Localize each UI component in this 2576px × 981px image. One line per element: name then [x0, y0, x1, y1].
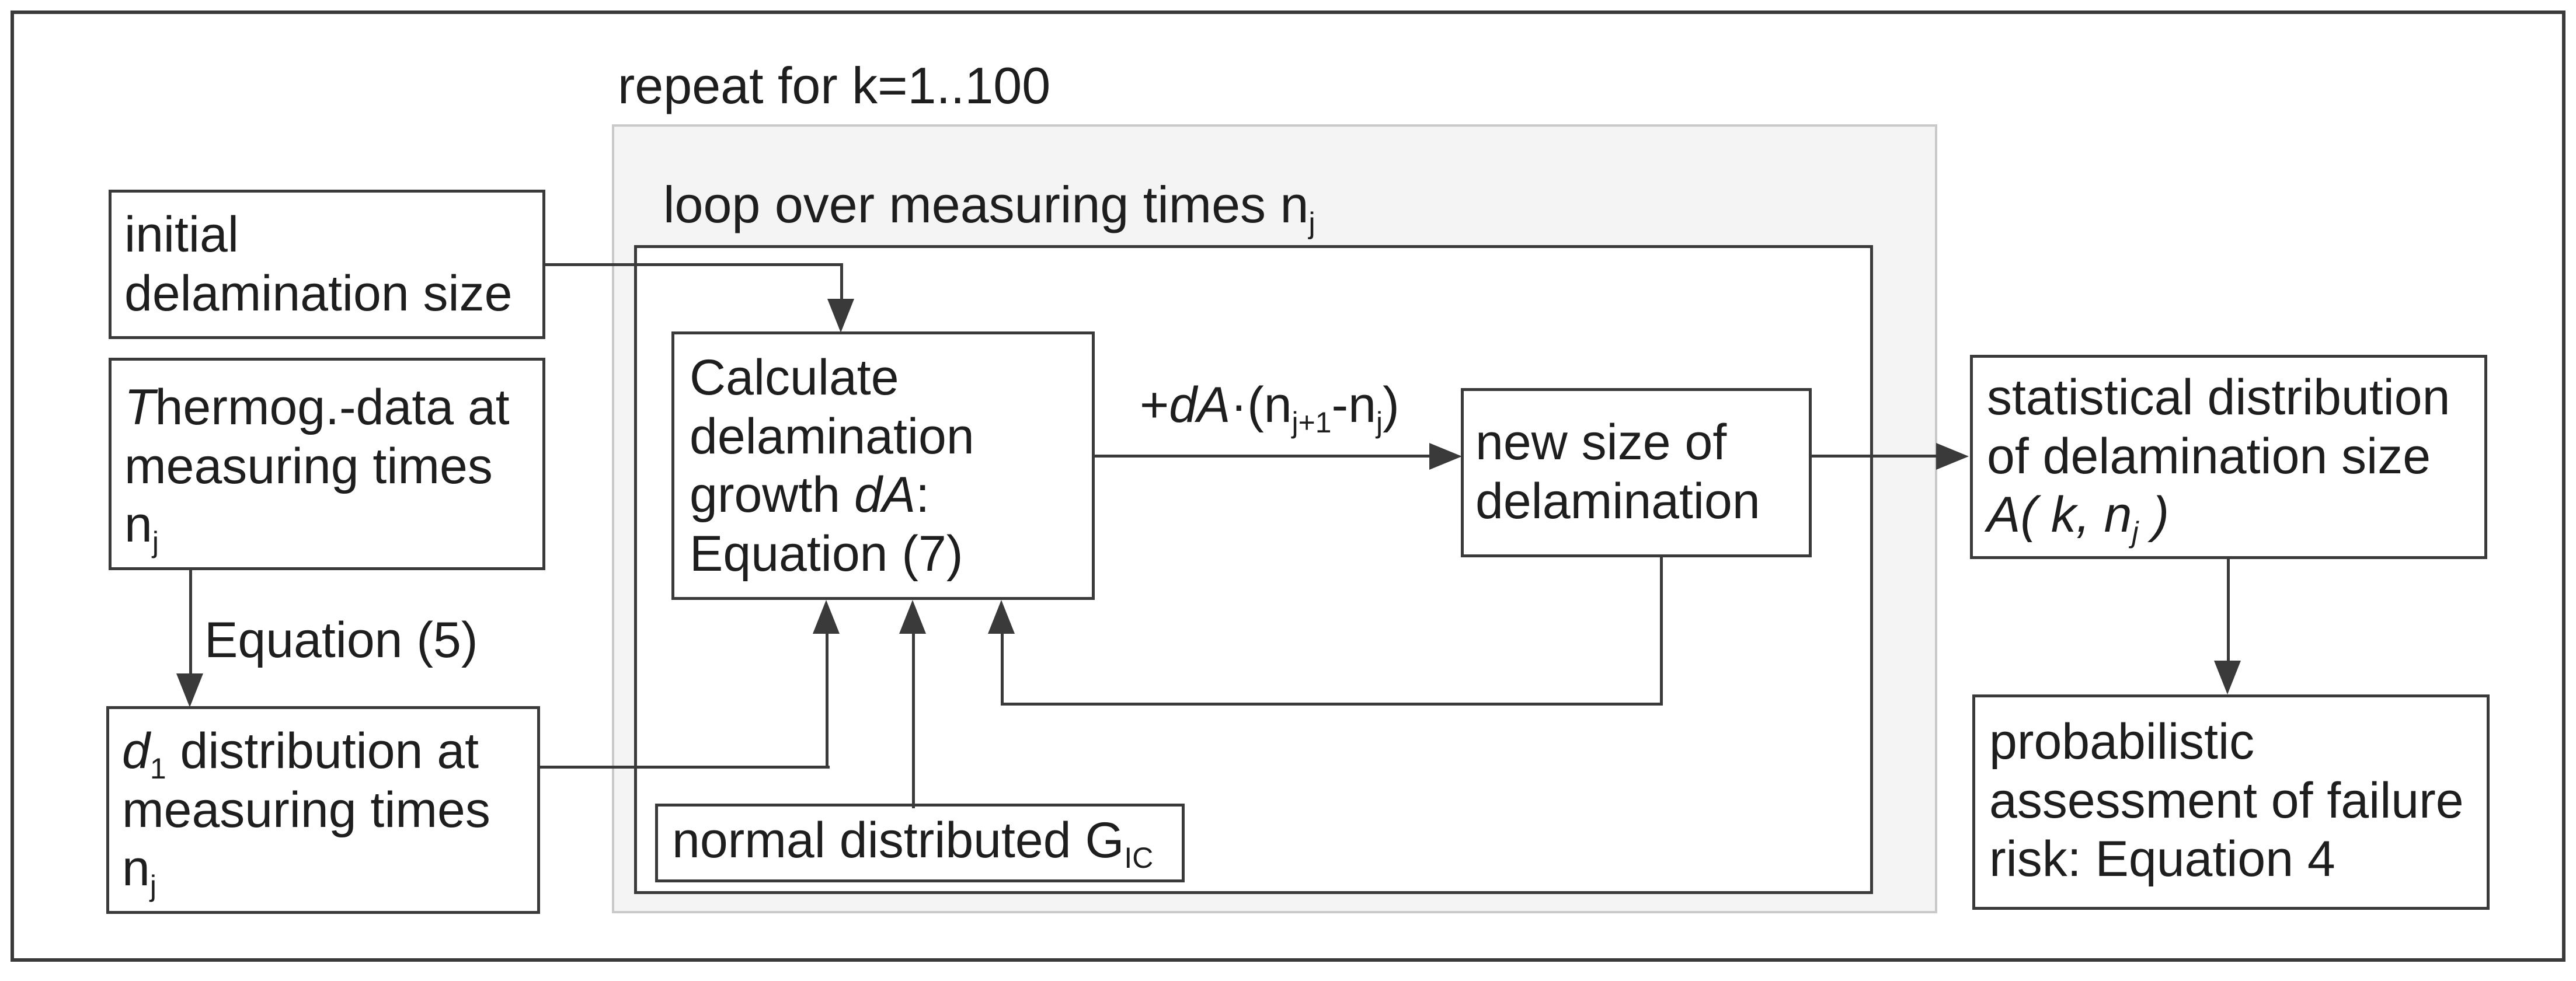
figure-border: [11, 11, 2565, 962]
italic-A-k-n: A( k, n: [1987, 487, 2132, 543]
box-line: delamination size: [124, 265, 513, 322]
box-line: d1 distribution at: [122, 722, 529, 783]
italic-dA: dA: [854, 467, 916, 523]
box-line: delamination: [1475, 473, 1760, 529]
label-text: ): [1383, 377, 1400, 433]
subscript-j-plus-1: j+1: [1292, 406, 1332, 439]
box-line: Thermog.-data at: [124, 378, 534, 437]
box-line: nj: [124, 495, 534, 557]
box-line: delamination: [690, 408, 974, 465]
inner-loop-text: loop over measuring times n: [663, 176, 1309, 233]
box-text: normal distributed G: [672, 812, 1125, 868]
connector-gic-to-calc-vertical: [912, 633, 915, 808]
box-d1-distribution: d1 distribution at measuring times nj: [106, 706, 540, 914]
box-line: growth dA:: [690, 466, 1084, 525]
arrowhead-into-prob-icon: [2214, 661, 2241, 694]
arrowhead-feedback-into-calc-bottom-icon: [988, 600, 1015, 634]
italic-d: d: [122, 723, 150, 779]
arrowhead-into-calc-top-icon: [827, 299, 854, 333]
connector-d1-to-calc-vertical: [826, 633, 829, 769]
growth-increment-label: +dA·(nj+1-nj): [1140, 376, 1400, 437]
box-line: new size of: [1475, 414, 1727, 470]
plus-sign: +: [1140, 377, 1169, 433]
box-thermography-data: Thermog.-data at measuring times nj: [109, 358, 545, 570]
connector-newsize-to-stat-horizontal: [1812, 455, 1938, 458]
connector-stat-to-prob-vertical: [2227, 559, 2230, 663]
box-line: A( k, nj ): [1987, 486, 2478, 547]
box-line: assessment of failure: [1989, 772, 2464, 829]
feedback-horizontal: [1001, 703, 1663, 706]
label-text: ·(n: [1230, 377, 1292, 433]
box-line: initial: [124, 207, 239, 263]
inner-loop-subscript: j: [1308, 206, 1315, 240]
box-line: risk: Equation 4: [1989, 831, 2335, 888]
box-probabilistic-assessment: probabilistic assessment of failure risk…: [1972, 694, 2490, 910]
box-line: statistical distribution: [1987, 369, 2450, 425]
arrowhead-gic-into-calc-bottom-icon: [899, 600, 926, 634]
feedback-to-calc-vertical: [1001, 633, 1004, 706]
connector-initial-to-calc-horizontal: [543, 263, 843, 266]
italic-close-paren: ): [2138, 487, 2170, 543]
box-text: n: [122, 840, 150, 897]
box-text: n: [124, 497, 152, 553]
arrowhead-into-stat-icon: [1936, 443, 1969, 470]
subscript-j: j: [2132, 516, 2139, 549]
subscript-IC: IC: [1124, 842, 1154, 875]
box-text: hermog.-data at: [155, 379, 510, 435]
repeat-loop-text: repeat for k=1..100: [618, 57, 1051, 114]
equation5-text: Equation (5): [204, 612, 478, 668]
subscript-j: j: [1376, 406, 1383, 439]
connector-initial-to-calc-vertical: [840, 263, 843, 302]
connector-d1-to-calc-horizontal: [540, 766, 830, 769]
equation5-label: Equation (5): [204, 612, 478, 669]
italic-dA: dA: [1169, 377, 1231, 433]
box-line: probabilistic: [1989, 714, 2255, 770]
box-text: :: [915, 467, 930, 523]
box-text: distribution at: [166, 723, 479, 779]
subscript-1: 1: [149, 752, 166, 786]
box-line: Equation (7): [690, 525, 963, 582]
repeat-loop-label: repeat for k=1..100: [618, 56, 1050, 116]
box-initial-delamination-size: initial delamination size: [109, 190, 545, 339]
inner-loop-label: loop over measuring times nj: [663, 175, 1315, 238]
box-calculate-delamination-growth: Calculate delamination growth dA: Equati…: [671, 331, 1095, 600]
italic-T: T: [124, 379, 155, 435]
subscript-j: j: [152, 526, 159, 559]
box-text: growth: [690, 467, 855, 523]
box-line: measuring times: [122, 781, 490, 838]
box-new-size-of-delamination: new size of delamination: [1461, 388, 1812, 557]
box-line: Calculate: [690, 350, 899, 406]
box-line: nj: [122, 839, 529, 900]
label-text: -n: [1331, 377, 1376, 433]
connector-thermog-to-d1-vertical: [189, 570, 192, 675]
box-line: of delamination size: [1987, 428, 2431, 484]
arrowhead-d1-into-calc-bottom-icon: [813, 600, 840, 634]
connector-calc-to-newsize-horizontal: [1095, 455, 1432, 458]
box-normal-distributed-gic: normal distributed GIC: [655, 804, 1185, 882]
feedback-from-newsize-vertical: [1660, 557, 1663, 706]
box-statistical-distribution: statistical distribution of delamination…: [1970, 355, 2487, 559]
box-line: measuring times: [124, 438, 493, 494]
arrowhead-into-newsize-icon: [1429, 443, 1462, 470]
box-line: normal distributed GIC: [672, 812, 1176, 872]
arrowhead-into-d1-top-icon: [176, 673, 203, 707]
subscript-j: j: [149, 870, 156, 903]
